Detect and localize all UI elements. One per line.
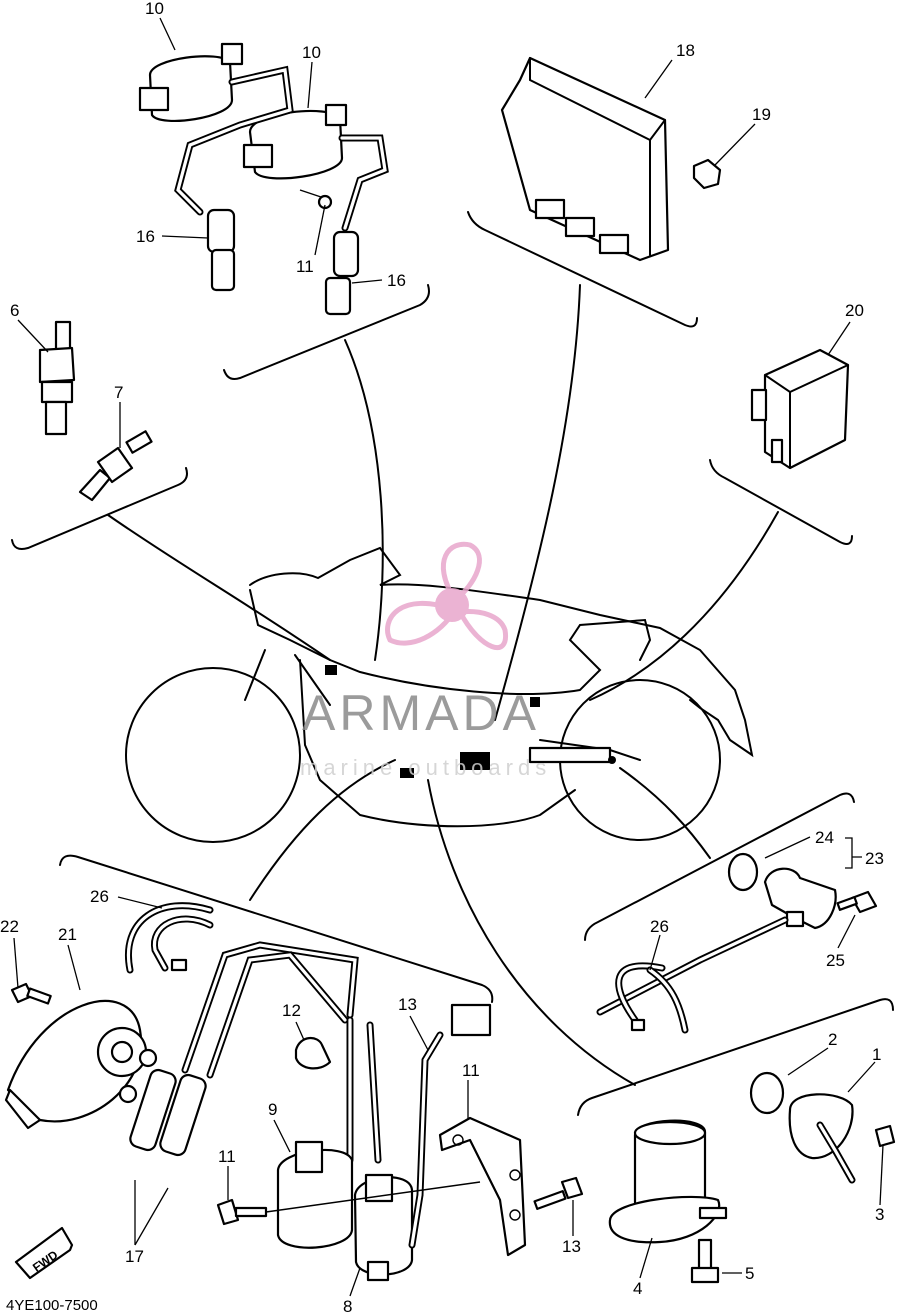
part-label-21: 21	[58, 925, 77, 944]
part-label-25: 25	[826, 951, 845, 970]
group-brackets	[11, 211, 894, 1116]
fwd-arrow: FWD	[14, 1226, 74, 1280]
part-label-8: 8	[343, 1297, 352, 1313]
temperature-sensor	[78, 430, 153, 502]
bracket-bolt	[533, 1176, 584, 1210]
relay	[750, 348, 850, 470]
watermark-brand: ARMADA	[302, 685, 540, 741]
part-label-16a: 16	[136, 227, 155, 246]
part-label-2: 2	[828, 1030, 837, 1049]
part-label-7: 7	[114, 383, 123, 402]
cdi-unit	[500, 56, 670, 262]
part-label-26a: 26	[90, 887, 109, 906]
part-label-22: 22	[0, 917, 19, 936]
lower-right-group	[608, 1071, 896, 1284]
nut	[692, 158, 722, 190]
part-label-12: 11	[462, 1061, 480, 1080]
part-label-3: 3	[875, 1205, 884, 1224]
callout-leaders	[13, 17, 884, 1297]
part-label-26b: 26	[650, 917, 669, 936]
part-label-23: 23	[865, 849, 884, 868]
propeller-logo	[385, 541, 509, 650]
motorcycle-outline	[125, 546, 754, 843]
part-label-9: 9	[268, 1100, 277, 1119]
part-label-17: 17	[125, 1247, 144, 1266]
part-label-20: 20	[845, 301, 864, 320]
part-number-labels: 10 10 16 11 16 18 19 20 6 7 22 21 26 12 …	[0, 0, 884, 1313]
speed-sensor-group	[596, 852, 878, 1034]
part-label-16b: 16	[387, 271, 406, 290]
coil-bracket	[438, 1116, 527, 1257]
watermark-tagline: marine outboards	[300, 755, 551, 780]
part-label-15: 13	[398, 995, 417, 1014]
part-label-10a: 10	[145, 0, 164, 18]
ignition-coil-upper-group	[138, 42, 389, 316]
ignition-coil-lower-group	[276, 1003, 492, 1282]
part-label-10b: 10	[302, 43, 321, 62]
part-label-1: 1	[872, 1045, 881, 1064]
clamp	[294, 1037, 332, 1070]
part-label-24: 24	[815, 828, 834, 847]
part-label-5: 5	[745, 1264, 754, 1283]
part-label-4: 4	[633, 1279, 642, 1298]
part-label-19: 19	[752, 105, 771, 124]
part-label-13: 13	[562, 1237, 581, 1256]
part-label-6: 6	[10, 301, 19, 320]
lower-left-wire	[125, 902, 214, 974]
thermo-switch	[38, 320, 76, 436]
diagram-code: 4YE100-7500	[6, 1297, 98, 1313]
part-label-18: 18	[676, 41, 695, 60]
horn-bolt	[10, 982, 52, 1005]
part-label-14: 12	[282, 1001, 301, 1020]
horn	[4, 999, 158, 1130]
watermark: ARMADA marine outboards	[300, 541, 551, 780]
part-label-11a: 11	[296, 257, 314, 276]
spark-plug-leads	[129, 941, 359, 1157]
coil-bolt-lower	[216, 1181, 481, 1226]
part-label-11b: 11	[218, 1147, 236, 1166]
propeller-hub	[435, 588, 469, 622]
